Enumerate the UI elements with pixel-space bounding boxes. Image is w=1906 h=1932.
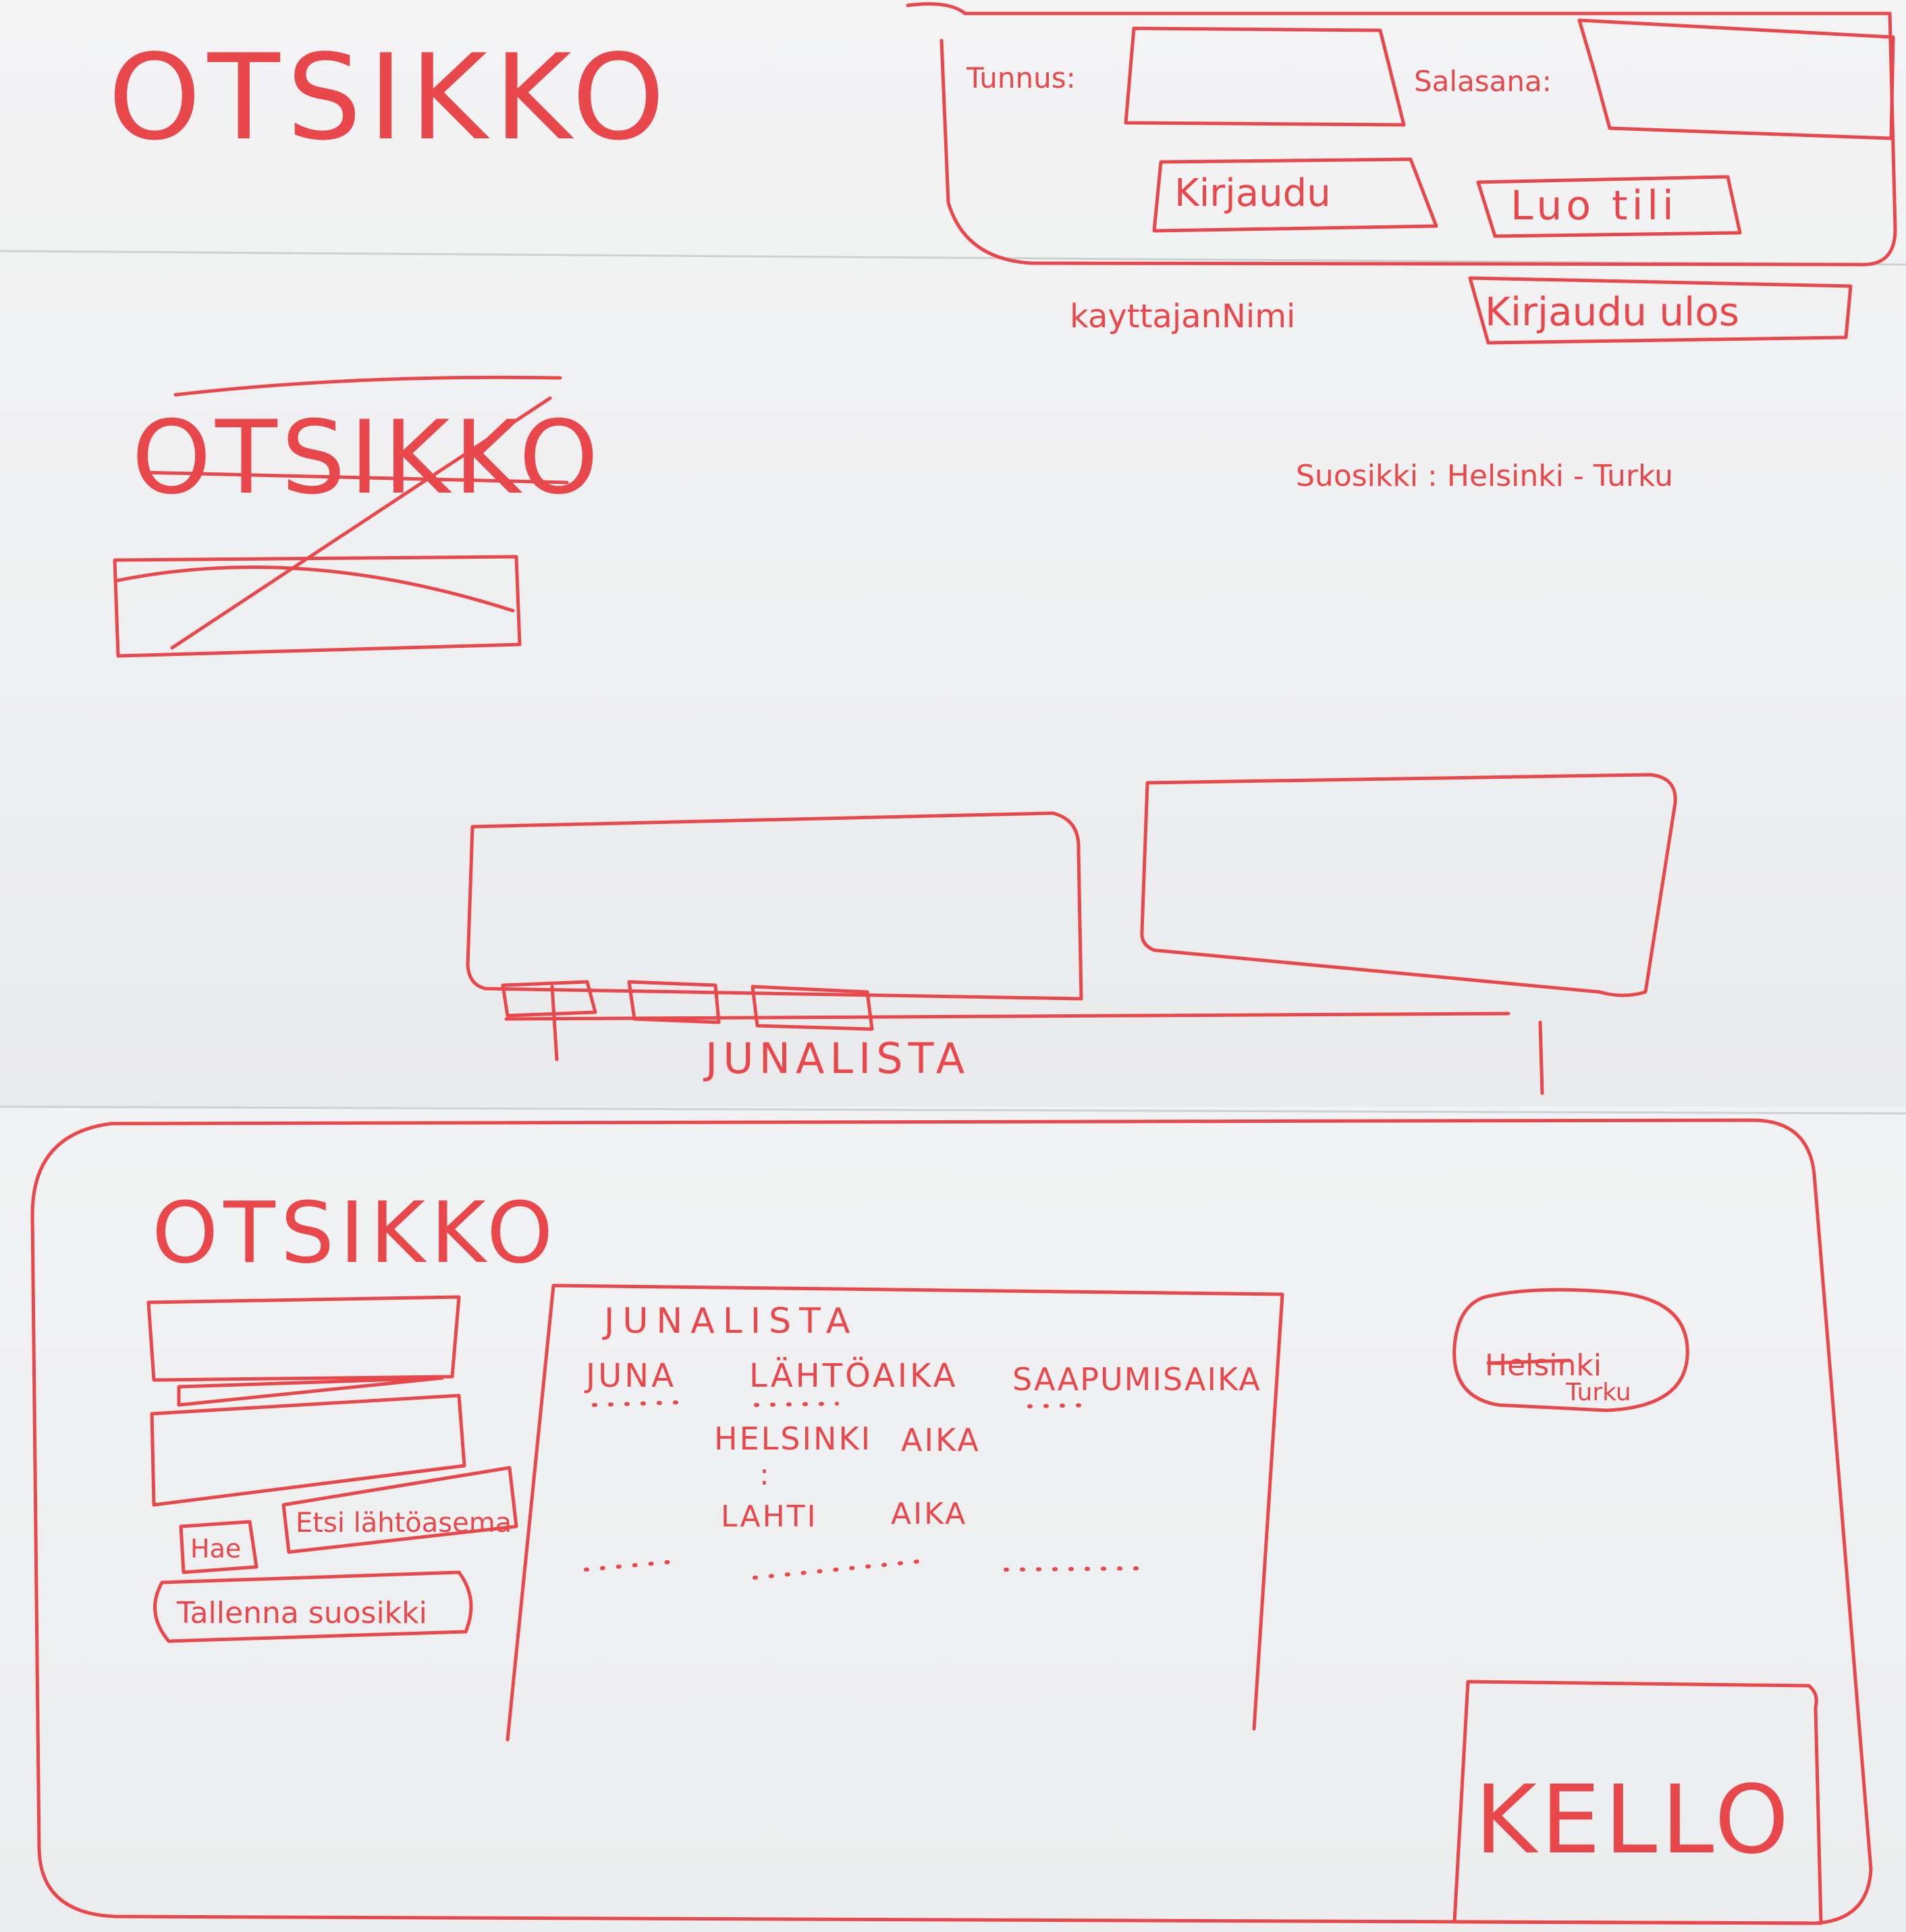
row-gap-marker: : [759, 1458, 769, 1492]
login-button-label: Kirjaudu [1174, 171, 1331, 215]
row-station: HELSINKI [714, 1420, 872, 1457]
fold-line [0, 250, 1906, 266]
username-label: Tunnus: [966, 61, 1076, 94]
train-list-panel-edge [506, 1284, 555, 1742]
train-list-panel [551, 1284, 1284, 1731]
fold-line [0, 1105, 1906, 1115]
draft-divider [504, 1012, 1510, 1021]
favourite-chip-city-to: Turku [1565, 1379, 1631, 1406]
dotted-placeholder [1027, 1403, 1095, 1408]
dotted-placeholder [753, 1560, 920, 1580]
login-panel [906, 2, 1897, 267]
arrival-field[interactable] [150, 1393, 466, 1507]
draft-tab [751, 985, 874, 1031]
draft-left-panel [466, 811, 1083, 1001]
draft-tab [627, 980, 721, 1024]
password-label: Salasana: [1414, 65, 1552, 98]
search-button-outline [179, 1520, 258, 1574]
favourite-chip[interactable]: Helsinki Turku [1452, 1288, 1689, 1412]
strike-line [170, 396, 552, 650]
draft-tab-marker [550, 985, 559, 1061]
save-favourite-button[interactable]: Tallenna suosikki [153, 1570, 473, 1643]
dotted-placeholder [754, 1402, 839, 1407]
login-button[interactable]: Kirjaudu [1152, 157, 1438, 233]
clock-label: KELLO [1475, 1765, 1793, 1875]
logout-button-label: Kirjaudu ulos [1485, 289, 1739, 335]
search-button-label: Hae [190, 1534, 241, 1564]
train-list-heading: JUNALISTA [602, 1301, 858, 1342]
field-scribble [177, 1376, 444, 1407]
departure-field[interactable] [146, 1295, 461, 1382]
create-account-button-outline [1476, 175, 1742, 238]
paper-bottom-sheet [0, 1107, 1906, 1932]
strike-line [173, 375, 562, 397]
row-station: LAHTI [721, 1499, 818, 1534]
row-time: AIKA [901, 1422, 981, 1458]
username-field[interactable] [1124, 26, 1406, 127]
create-account-button-label: Luo tili [1510, 182, 1678, 229]
draft-title-crossed: OTSIKKO [132, 399, 603, 517]
search-button[interactable]: Hae [179, 1520, 258, 1574]
draft-right-panel [1140, 773, 1677, 997]
create-account-button[interactable]: Luo tili [1476, 175, 1742, 238]
save-favourite-button-label: Tallenna suosikki [176, 1596, 427, 1630]
clock-box [1452, 1680, 1823, 1925]
strike-line [116, 565, 515, 613]
logged-in-username: kayttajanNimi [1070, 298, 1295, 335]
save-favourite-button-outline [153, 1570, 473, 1643]
draft-input-crossed [113, 555, 522, 658]
logout-button[interactable]: Kirjaudu ulos [1468, 276, 1853, 345]
draft-tab [501, 980, 597, 1018]
favourite-chip-outline [1452, 1288, 1689, 1412]
dotted-placeholder [1004, 1566, 1149, 1572]
dotted-placeholder [592, 1400, 684, 1407]
final-title: OTSIKKO [152, 1184, 558, 1282]
final-layout-frame [30, 1118, 1873, 1925]
favourite-text: Suosikki : Helsinki - Turku [1296, 459, 1673, 493]
nearest-station-button[interactable]: Etsi lähtöasema [281, 1466, 518, 1554]
nearest-station-button-label: Etsi lähtöasema [296, 1508, 512, 1539]
draft-divider-tick [1538, 1020, 1544, 1095]
page-title: OTSIKKO [108, 30, 672, 167]
dotted-placeholder [584, 1560, 677, 1572]
column-header-train: JUNA [584, 1357, 676, 1395]
favourite-chip-city-from: Helsinki [1485, 1348, 1602, 1383]
draft-list-label: JUNALISTA [703, 1034, 970, 1083]
column-header-departure: LÄHTÖAIKA [749, 1357, 958, 1395]
logout-button-outline [1468, 276, 1853, 345]
row-time: AIKA [891, 1497, 967, 1531]
login-button-outline [1152, 157, 1438, 233]
nearest-station-button-outline [281, 1466, 518, 1554]
password-field[interactable] [1577, 18, 1895, 140]
strike-line [1486, 1358, 1571, 1365]
column-header-arrival: SAAPUMISAIKA [1012, 1361, 1261, 1398]
strike-line [140, 470, 569, 485]
